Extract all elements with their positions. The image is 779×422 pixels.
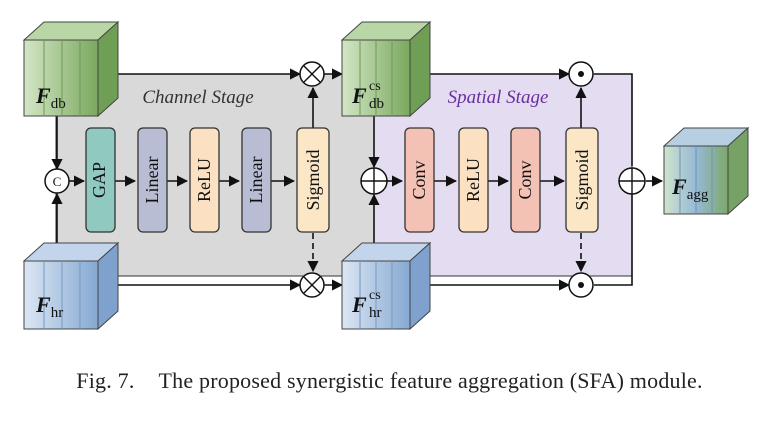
operator-glyphs bbox=[303, 65, 645, 294]
sigmoid-label-1: Sigmoid bbox=[303, 149, 323, 210]
linear-block-1 bbox=[137, 127, 168, 233]
sigmoid-block-2 bbox=[565, 127, 599, 233]
f-hr-cs-sup: cs bbox=[369, 288, 381, 303]
f-hr-cs-cube bbox=[340, 241, 432, 331]
f-db-cs-label: F bbox=[351, 83, 367, 108]
f-db-cs-sub: db bbox=[369, 96, 384, 112]
f-db-cube bbox=[22, 20, 120, 118]
gap-block bbox=[85, 127, 116, 233]
linear-label-2: Linear bbox=[246, 157, 266, 204]
f-agg-sub: agg bbox=[687, 187, 709, 203]
relu-block-2 bbox=[458, 127, 489, 233]
hadamard-dot-top bbox=[578, 71, 584, 77]
f-db-label: Fdb bbox=[35, 83, 66, 112]
f-db-main: F bbox=[35, 83, 51, 108]
f-db-cs-sup: cs bbox=[369, 79, 381, 94]
gap-label: GAP bbox=[89, 162, 109, 198]
f-agg-cube bbox=[662, 126, 750, 216]
sfa-module-diagram: Channel Stage Spatial Stage bbox=[22, 20, 750, 331]
f-hr-sub: hr bbox=[51, 305, 64, 321]
relu-label-2: ReLU bbox=[463, 158, 483, 202]
f-hr-main: F bbox=[35, 292, 51, 317]
f-agg-main: F bbox=[671, 174, 687, 199]
f-agg-label: Fagg bbox=[671, 174, 709, 203]
concat-symbol: C bbox=[53, 174, 62, 189]
f-db-cs-cube bbox=[340, 20, 432, 118]
f-db-cs-main: F bbox=[351, 83, 367, 108]
f-hr-cs-main: F bbox=[351, 292, 367, 317]
concat-operator bbox=[44, 168, 70, 194]
figure-caption-text: The proposed synergistic feature aggrega… bbox=[158, 368, 703, 393]
relu-block-1 bbox=[189, 127, 220, 233]
spatial-stage-label: Spatial Stage bbox=[448, 87, 549, 108]
f-hr-cs-sub: hr bbox=[369, 305, 382, 321]
figure-caption: Fig. 7. The proposed synergistic feature … bbox=[0, 368, 779, 394]
conv-block-2 bbox=[510, 127, 541, 233]
conv-block-1 bbox=[404, 127, 435, 233]
f-hr-cube bbox=[22, 241, 120, 331]
f-hr-label: Fhr bbox=[35, 292, 63, 321]
f-hr-cs-label: F bbox=[351, 292, 367, 317]
conv-label-1: Conv bbox=[409, 160, 429, 199]
figure-caption-label: Fig. 7. bbox=[76, 368, 135, 393]
sigmoid-label-2: Sigmoid bbox=[572, 149, 592, 210]
relu-label-1: ReLU bbox=[194, 158, 214, 202]
connections bbox=[51, 68, 664, 291]
linear-label-1: Linear bbox=[142, 157, 162, 204]
sigmoid-block-1 bbox=[296, 127, 330, 233]
hadamard-dot-bottom bbox=[578, 282, 584, 288]
linear-block-2 bbox=[241, 127, 272, 233]
f-db-sub: db bbox=[51, 96, 66, 112]
channel-stage-label: Channel Stage bbox=[142, 87, 253, 108]
conv-label-2: Conv bbox=[515, 160, 535, 199]
